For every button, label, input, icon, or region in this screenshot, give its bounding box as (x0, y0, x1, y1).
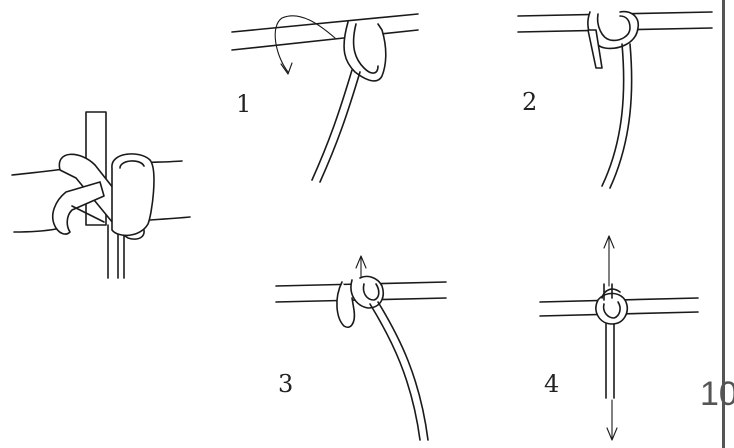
step-3-label: 3 (278, 370, 293, 398)
step-1-figure: 1 (232, 14, 418, 182)
step-2-figure: 2 (518, 12, 712, 188)
step-1-label: 1 (236, 90, 251, 118)
step-4-figure: 4 (540, 236, 698, 440)
step-2-label: 2 (522, 88, 537, 116)
finished-knot (12, 112, 190, 278)
step-3-figure: 3 (276, 256, 446, 440)
page-number: 10 (700, 375, 734, 413)
step-4-label: 4 (544, 370, 559, 398)
